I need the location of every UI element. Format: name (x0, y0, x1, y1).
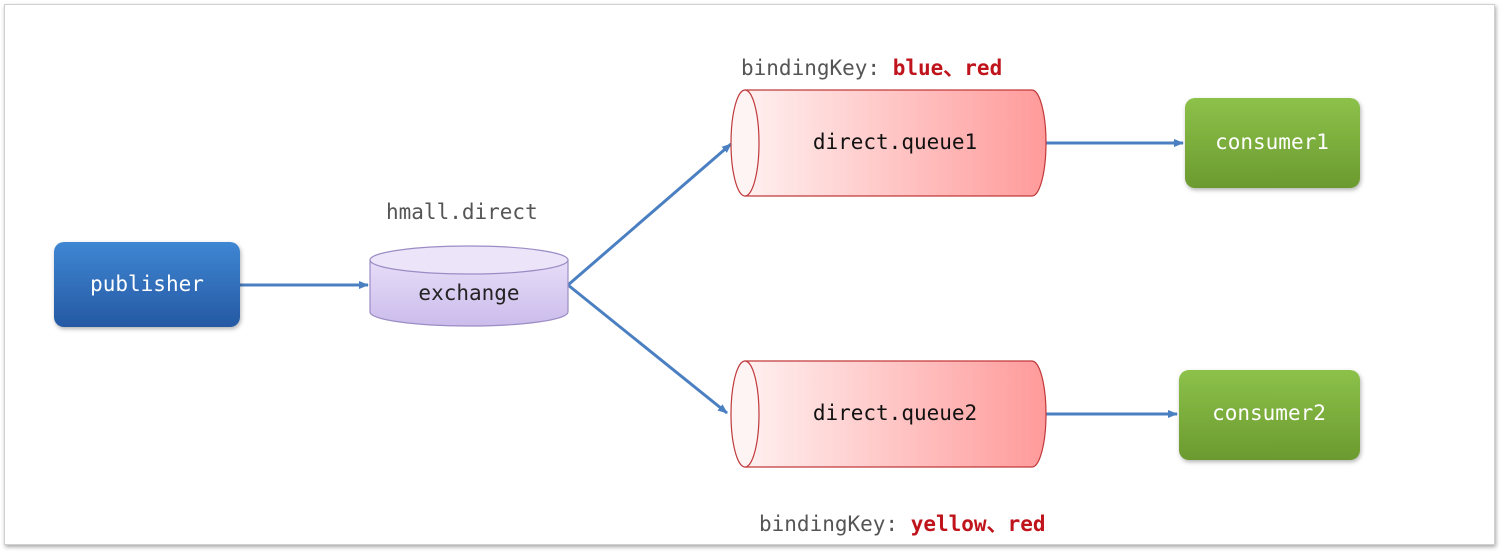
queue2-label: direct.queue2 (813, 401, 977, 425)
binding-key-label-queue2: bindingKey: yellow、red (759, 508, 1046, 538)
binding-key-values: yellow、red (910, 512, 1046, 536)
exchange-name-text: hmall.direct (386, 200, 538, 224)
arrow-exchange-to-queue2 (567, 283, 728, 415)
binding-key-values: blue、red (892, 56, 1003, 80)
consumer2-node[interactable]: consumer2 (1179, 370, 1360, 460)
consumer1-label: consumer1 (1215, 130, 1329, 154)
binding-key-prefix: bindingKey: (741, 56, 893, 80)
connections (240, 139, 1184, 418)
consumer2-label: consumer2 (1212, 401, 1326, 425)
exchange-name-label: hmall.direct (386, 200, 538, 224)
queue1-label: direct.queue1 (813, 130, 977, 154)
binding-key-prefix: bindingKey: (759, 512, 911, 536)
binding-key-label-queue1: bindingKey: blue、red (741, 52, 1002, 82)
consumer1-node[interactable]: consumer1 (1185, 98, 1360, 188)
exchange-node[interactable]: exchange (369, 245, 569, 327)
publisher-node[interactable]: publisher (54, 242, 240, 327)
arrow-exchange-to-queue1 (567, 142, 732, 287)
queue2-node[interactable]: direct.queue2 (730, 360, 1047, 468)
publisher-label: publisher (90, 272, 204, 296)
exchange-label: exchange (418, 281, 519, 305)
queue1-node[interactable]: direct.queue1 (730, 89, 1047, 197)
